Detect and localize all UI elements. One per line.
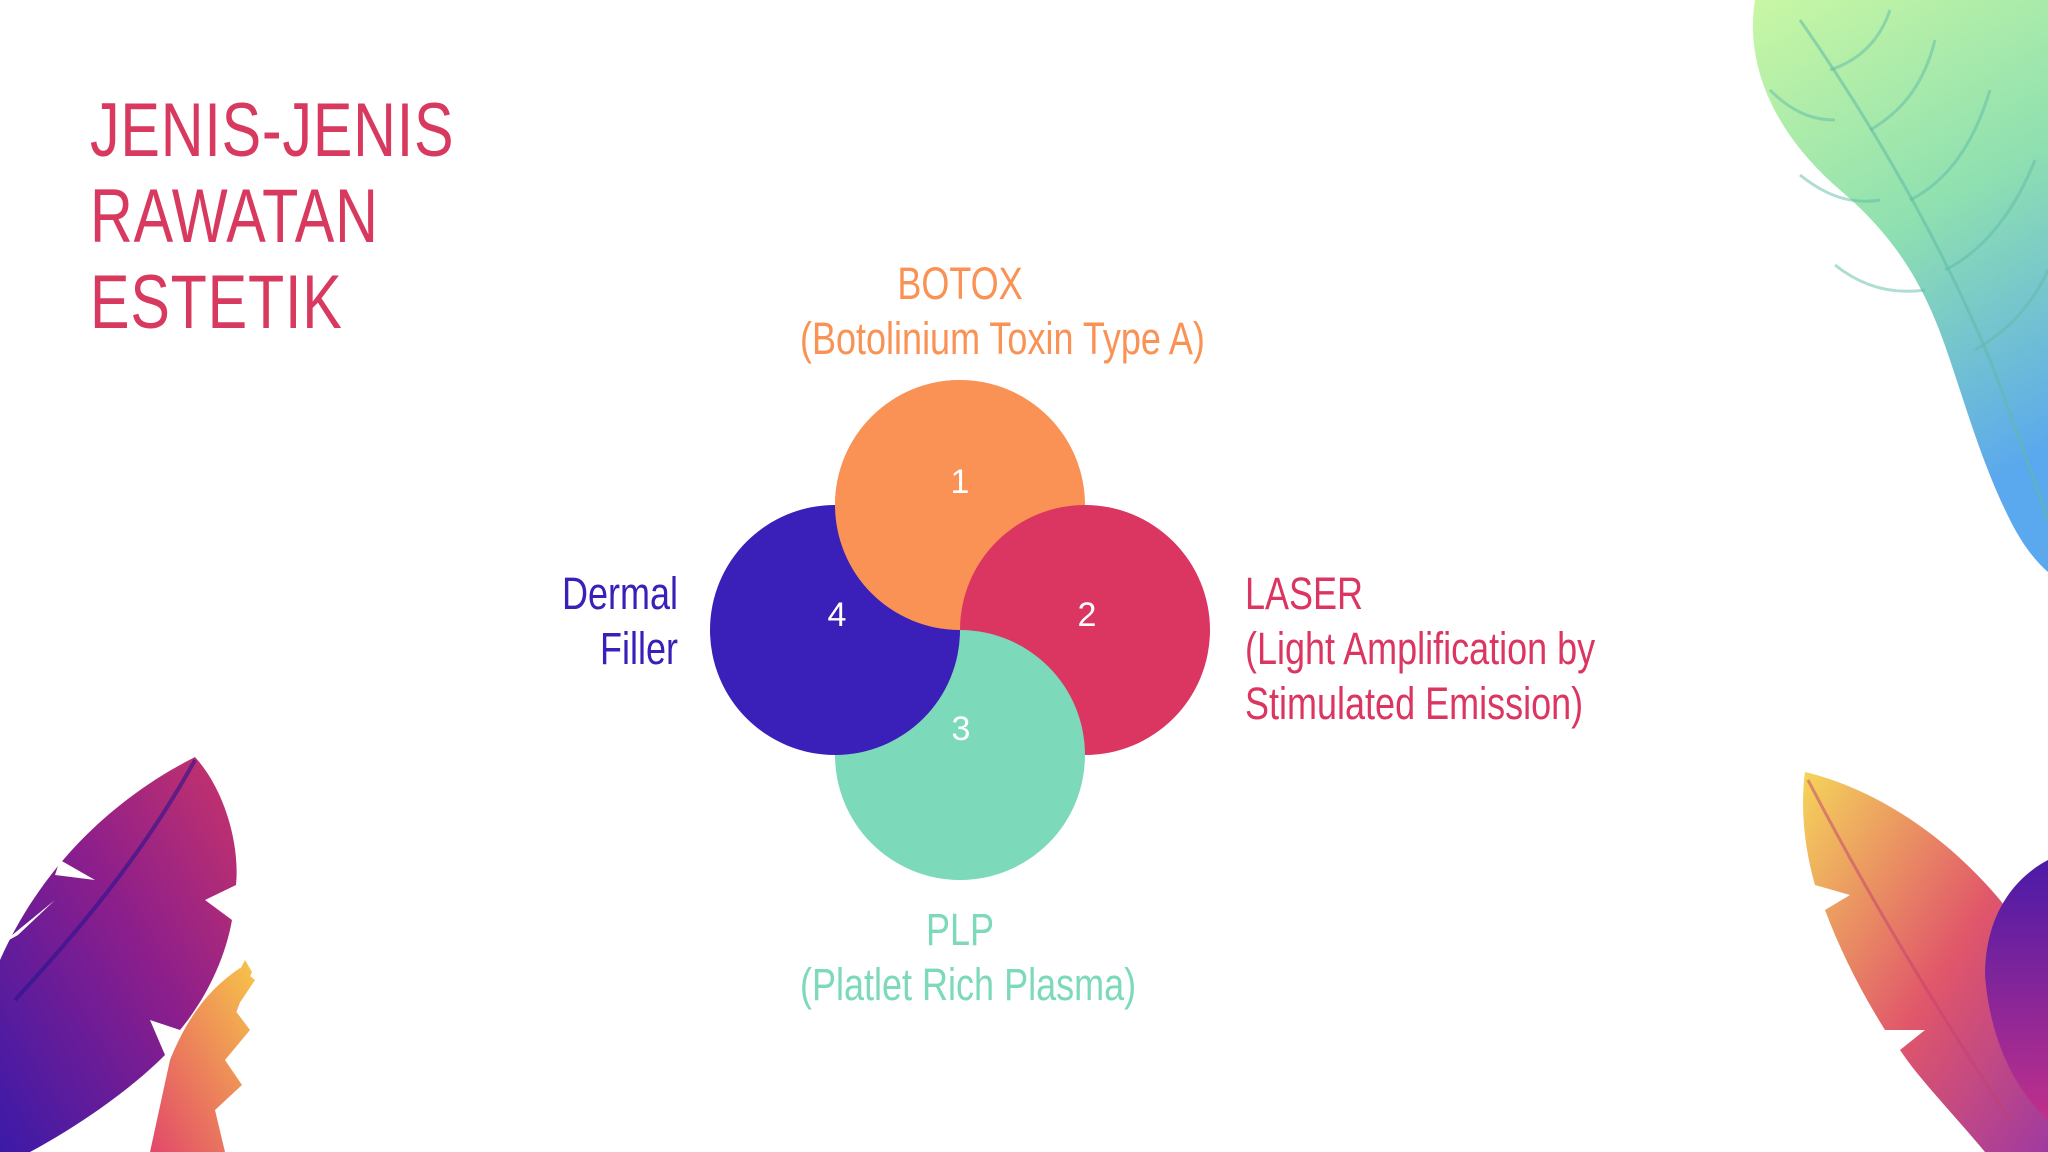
circle-number-3: 3: [952, 710, 971, 748]
label-plp-detail: (Platlet Rich Plasma): [800, 959, 1137, 1010]
label-plp: PLP (Platlet Rich Plasma): [800, 902, 1137, 1012]
label-botox-detail: (Botolinium Toxin Type A): [800, 313, 1205, 364]
title-line-3: ESTETIK: [90, 260, 343, 345]
label-filler-line-1: Dermal: [561, 568, 678, 619]
label-laser-detail-2: Stimulated Emission): [1245, 678, 1584, 729]
title-line-1: JENIS-JENIS: [90, 88, 455, 173]
label-dermal-filler: Dermal Filler: [518, 566, 678, 676]
label-laser: LASER (Light Amplification by Stimulated…: [1245, 566, 1645, 731]
label-laser-detail-1: (Light Amplification by: [1245, 623, 1596, 674]
circle-number-2: 2: [1078, 596, 1097, 634]
label-botox-name: BOTOX: [897, 258, 1023, 309]
circle-botox-overlap: [835, 380, 960, 630]
leaf-bottom-right: [1803, 772, 2048, 1152]
circle-number-1: 1: [951, 463, 970, 501]
label-filler-line-2: Filler: [600, 623, 678, 674]
circle-number-4: 4: [828, 596, 847, 634]
leaf-top-right: [1752, 0, 2048, 572]
label-plp-name: PLP: [925, 904, 995, 955]
leaf-bottom-left: [0, 757, 255, 1152]
label-botox: BOTOX (Botolinium Toxin Type A): [800, 256, 1205, 366]
title-line-2: RAWATAN: [90, 174, 379, 259]
page-title: JENIS-JENIS RAWATAN ESTETIK: [90, 88, 454, 346]
label-laser-name: LASER: [1245, 568, 1364, 619]
